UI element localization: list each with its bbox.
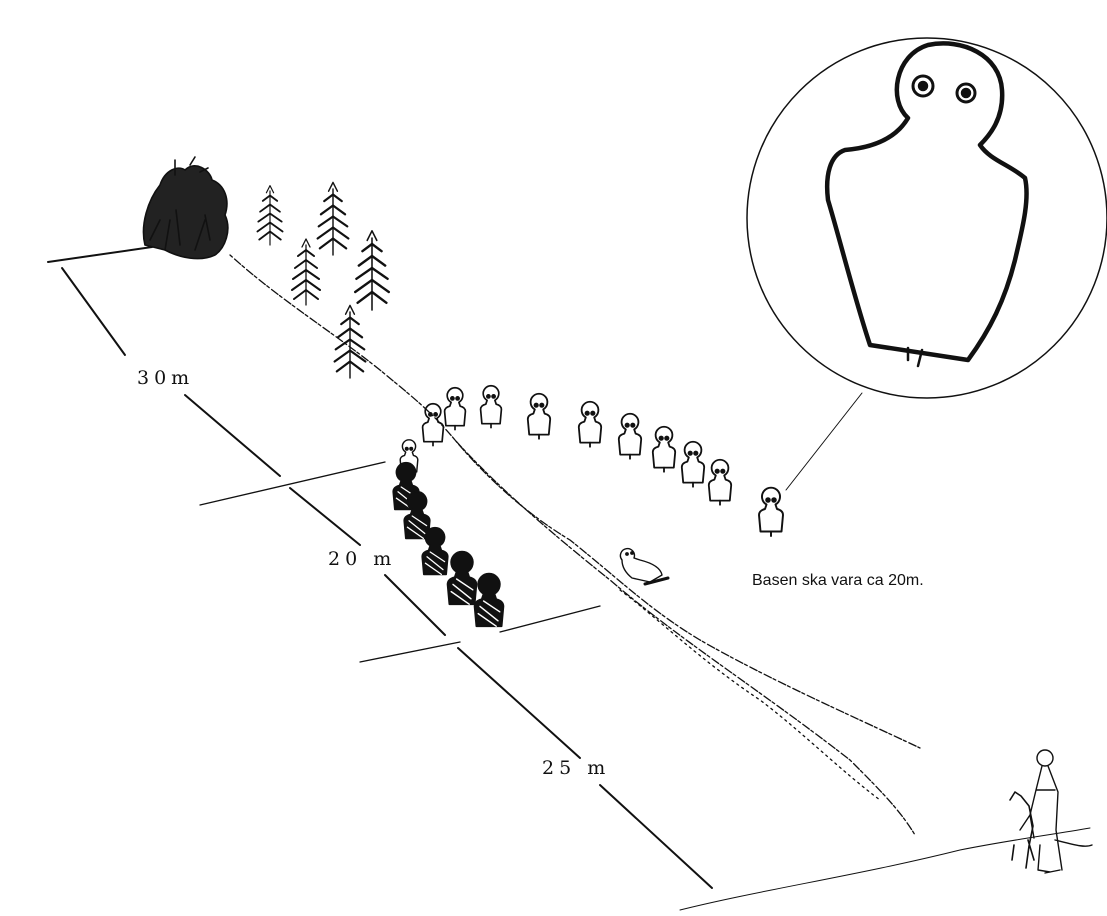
trees [256,181,390,380]
distance-label-20m: 20 m [328,548,397,570]
ground-line [679,827,1091,911]
target-silhouette-icon [617,412,643,460]
line-cross-20-25b [499,605,601,633]
spruce-tree-icon [316,181,350,257]
callout-leader-line [785,392,863,491]
dark-target-row [392,461,505,628]
target-silhouette-icon [526,392,552,440]
terrain-paths [229,254,921,836]
dark-target-silhouette-icon [473,572,505,628]
target-silhouette-icon [680,440,706,488]
bush-icon [142,156,229,260]
line-25m-a [457,647,581,759]
target-silhouette-icon [577,400,603,448]
target-row [399,384,784,537]
line-top-cross [47,246,153,263]
spruce-tree-icon [354,229,390,312]
line-20m-a [289,487,361,546]
target-detail-icon [825,41,1029,368]
spruce-tree-icon [291,238,321,306]
range-note: Basen ska vara ca 20m. [752,572,924,589]
dark-target-silhouette-icon [446,550,478,606]
callout-circle [746,37,1107,399]
distance-label-30m: 30m [137,367,195,389]
target-silhouette-icon [651,425,677,473]
line-30m-b [184,394,281,477]
line-cross-20-25a [359,641,461,663]
line-25m-b [599,784,713,889]
line-20m-b [384,574,446,636]
dark-target-silhouette-icon [403,490,431,540]
target-silhouette-icon [421,402,445,447]
dark-target-silhouette-icon [421,526,449,576]
distance-lines [47,246,713,889]
target-silhouette-icon [758,486,784,537]
line-cross-30-20 [199,461,386,506]
target-silhouette-icon [479,384,503,429]
line-30m-a [61,267,126,356]
fallen-target-icon [619,547,670,586]
person-with-dog-icon [1009,749,1093,874]
target-silhouette-icon [707,458,733,506]
spruce-tree-icon [256,184,284,246]
target-zoom-callout [746,37,1107,491]
distance-label-25m: 25 m [542,757,611,779]
spruce-tree-icon [333,304,367,380]
target-silhouette-icon [443,386,467,431]
